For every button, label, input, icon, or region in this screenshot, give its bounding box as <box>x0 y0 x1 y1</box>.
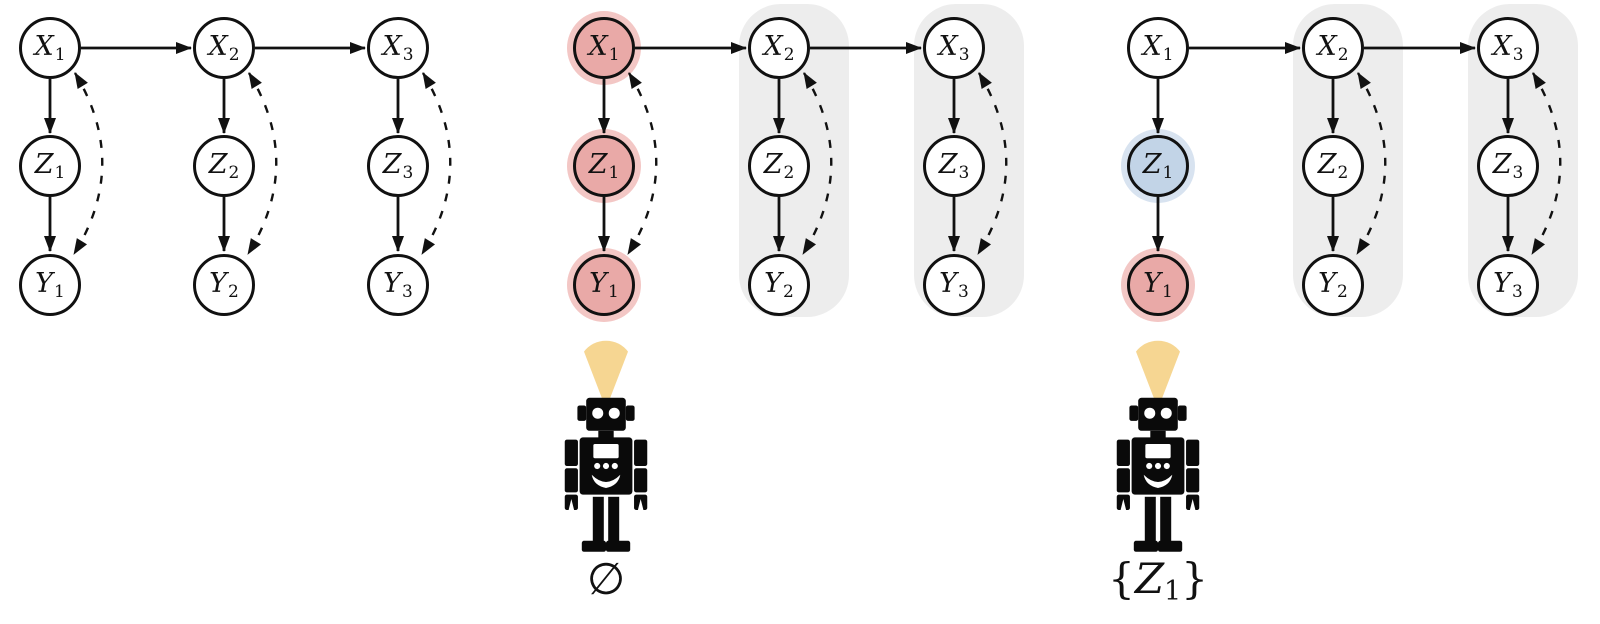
node-label: Z3 <box>1492 148 1524 183</box>
d1-node-X2: X2 <box>193 17 255 79</box>
d3-node-X2: X2 <box>1302 17 1364 79</box>
node-label: X2 <box>208 30 240 65</box>
d3-node-X1: X1 <box>1127 17 1189 79</box>
node-label: Y2 <box>1318 267 1348 302</box>
node-label: X1 <box>34 30 66 65</box>
d1-node-Y1: Y1 <box>19 254 81 316</box>
node-label: X3 <box>382 30 414 65</box>
d3-node-Z1: Z1 <box>1127 135 1189 197</box>
d3-node-Y1: Y1 <box>1127 254 1189 316</box>
node-label: Y2 <box>209 267 239 302</box>
node-label: Y1 <box>1143 267 1173 302</box>
node-label: X1 <box>1142 30 1174 65</box>
d2-node-X2: X2 <box>748 17 810 79</box>
d1-node-X3: X3 <box>367 17 429 79</box>
diagram3-edges <box>1152 42 1562 255</box>
d1-node-Z3: Z3 <box>367 135 429 197</box>
node-label: Y2 <box>764 267 794 302</box>
node-label: Z1 <box>34 148 66 183</box>
d2-node-Z3: Z3 <box>923 135 985 197</box>
node-label: Y1 <box>589 267 619 302</box>
diagram2-edges <box>598 42 1008 255</box>
d3-node-Z3: Z3 <box>1477 135 1539 197</box>
node-label: Z2 <box>763 148 795 183</box>
node-label: Z3 <box>382 148 414 183</box>
node-label: X3 <box>938 30 970 65</box>
node-label: Y3 <box>1493 267 1523 302</box>
node-label: X2 <box>763 30 795 65</box>
d3-node-Z2: Z2 <box>1302 135 1364 197</box>
d2-node-Z1: Z1 <box>573 135 635 197</box>
d2-node-X3: X3 <box>923 17 985 79</box>
d2-node-Y1: Y1 <box>573 254 635 316</box>
node-label: Z2 <box>208 148 240 183</box>
d1-node-Z2: Z2 <box>193 135 255 197</box>
robot-icon <box>1096 334 1220 554</box>
d1-node-Y2: Y2 <box>193 254 255 316</box>
node-label: Y3 <box>939 267 969 302</box>
d2-node-Z2: Z2 <box>748 135 810 197</box>
d2-node-X1: X1 <box>573 17 635 79</box>
node-label: Y1 <box>35 267 65 302</box>
d1-node-Y3: Y3 <box>367 254 429 316</box>
node-label: X2 <box>1317 30 1349 65</box>
d1-node-X1: X1 <box>19 17 81 79</box>
node-label: Z1 <box>588 148 620 183</box>
diagram1-edges <box>44 42 452 255</box>
node-label: X3 <box>1492 30 1524 65</box>
node-label: X1 <box>588 30 620 65</box>
d3-node-X3: X3 <box>1477 17 1539 79</box>
d2-node-Y3: Y3 <box>923 254 985 316</box>
observed-set-label-z1: {Z1} <box>1108 554 1208 607</box>
d1-node-Z1: Z1 <box>19 135 81 197</box>
d3-node-Y2: Y2 <box>1302 254 1364 316</box>
node-label: Z1 <box>1142 148 1174 183</box>
node-label: Z2 <box>1317 148 1349 183</box>
node-label: Y3 <box>383 267 413 302</box>
node-halos <box>567 11 1195 322</box>
robot-icon <box>544 334 668 554</box>
observed-set-label-empty: ∅ <box>586 554 626 605</box>
d3-node-Y3: Y3 <box>1477 254 1539 316</box>
d2-node-Y2: Y2 <box>748 254 810 316</box>
node-label: Z3 <box>938 148 970 183</box>
